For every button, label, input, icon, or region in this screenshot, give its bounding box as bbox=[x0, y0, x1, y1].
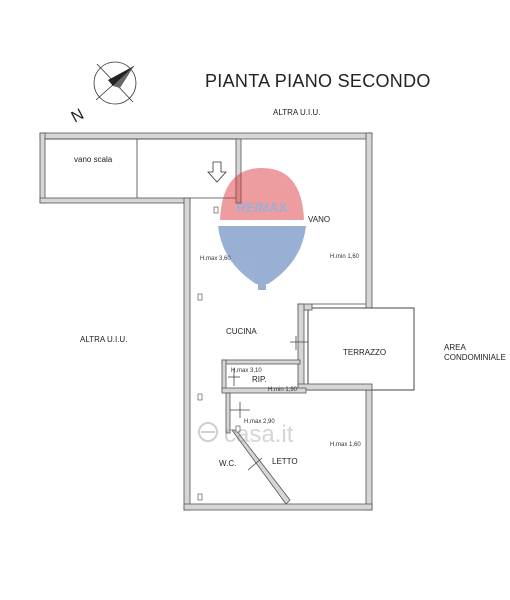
height-letto-right: H.max 1,60 bbox=[330, 442, 361, 448]
height-rip-min: H.min 1,90 bbox=[268, 387, 298, 393]
height-letto-max: H.max 2,90 bbox=[244, 419, 275, 425]
neighbor-left-label: ALTRA U.I.U. bbox=[80, 335, 127, 344]
casa-watermark: casa.it bbox=[198, 421, 294, 448]
casa-watermark-text: casa.it bbox=[224, 421, 294, 448]
room-rip: RIP. bbox=[252, 375, 267, 384]
entry-arrow-icon bbox=[207, 161, 227, 183]
remax-watermark: RE/MAX bbox=[218, 168, 306, 290]
neighbor-top-label: ALTRA U.I.U. bbox=[273, 108, 320, 117]
interior-partitions bbox=[197, 206, 307, 505]
compass-north-letter: N bbox=[69, 106, 87, 126]
exterior-walls bbox=[39, 132, 373, 511]
remax-watermark-text: RE/MAX bbox=[237, 200, 288, 215]
height-rip-max: H.max 3,10 bbox=[231, 368, 262, 374]
terrace bbox=[290, 303, 415, 391]
neighbor-right-label-line1: AREA bbox=[444, 343, 466, 352]
room-vano-scala: vano scala bbox=[74, 155, 113, 164]
stairwell bbox=[45, 138, 242, 204]
room-letto: LETTO bbox=[272, 457, 298, 466]
height-vano-left: H.max 3,60 bbox=[200, 256, 231, 262]
room-vano: VANO bbox=[308, 215, 330, 224]
room-terrazzo: TERRAZZO bbox=[343, 348, 386, 357]
room-cucina: CUCINA bbox=[226, 327, 257, 336]
height-vano-right: H.min 1,60 bbox=[330, 254, 360, 260]
plan-title: PIANTA PIANO SECONDO bbox=[205, 71, 431, 91]
neighbor-right-label-line2: CONDOMINIALE bbox=[444, 353, 506, 362]
room-wc: W.C. bbox=[219, 459, 236, 468]
compass-icon bbox=[93, 61, 137, 105]
